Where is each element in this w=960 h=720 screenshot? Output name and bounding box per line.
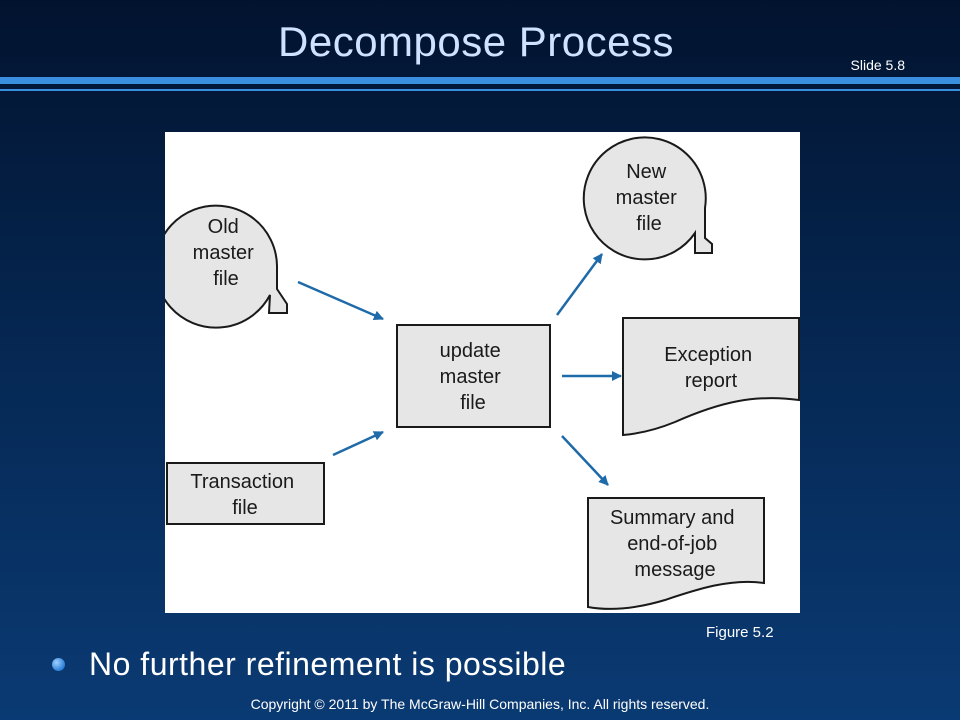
copyright-notice: Copyright © 2011 by The McGraw-Hill Comp… [250,696,710,712]
stored-data-shape [165,204,288,329]
arrow-transaction-to-update [332,430,384,457]
node-label-line: master [616,187,677,209]
bullet-dot-icon [52,658,65,671]
figure-panel: Old master file Transaction file update … [165,132,800,613]
node-label-line: Exception [664,344,752,366]
node-label: Exception report [664,344,757,392]
bullet-item: No further refinement is possible [52,646,566,683]
node-label-line: file [213,268,239,290]
arrow-old-master-to-update [297,280,384,321]
node-label-line: New [626,161,667,183]
slide-title: Decompose Process [278,18,674,65]
rectangle-shape [396,324,551,428]
node-label-line: master [193,242,254,264]
node-label-line: master [440,366,501,388]
slide-number: Slide 5.8 [850,57,905,73]
node-label-line: Summary and [610,507,735,529]
node-label-line: report [685,370,738,392]
node-exception-report: Exception report [622,317,800,437]
document-shape [587,497,765,610]
arrow-update-to-summary [561,435,609,486]
node-label: Summary and end-of-job message [610,507,740,581]
node-old-master-file: Old master file [165,204,288,329]
node-label-line: update [440,340,501,362]
rectangle-shape [166,462,325,525]
stored-data-shape [582,136,713,261]
node-label: New master file [616,161,683,235]
node-label: Old master file [193,216,260,290]
process-diagram: Old master file Transaction file update … [165,136,800,610]
node-label-line: file [636,213,662,235]
node-new-master-file: New master file [582,136,713,261]
figure-caption: Figure 5.2 [706,624,774,641]
node-update-master-file: update master file [396,324,551,428]
node-summary-message: Summary and end-of-job message [587,497,765,610]
node-label-line: Old [208,216,239,238]
arrow-update-to-new-master [555,253,604,316]
node-transaction-file: Transaction file [166,462,325,525]
document-shape [622,317,800,437]
node-label-line: file [232,497,258,519]
node-label: Transaction file [190,471,299,519]
node-label: update master file [440,340,507,414]
node-label-line: file [460,392,486,414]
bullet-text: No further refinement is possible [89,646,567,682]
node-label-line: end-of-job [627,533,717,555]
node-label-line: Transaction [190,471,294,493]
title-rule-thin [0,89,960,91]
node-label-line: message [634,559,715,581]
title-rule-thick [0,77,960,84]
